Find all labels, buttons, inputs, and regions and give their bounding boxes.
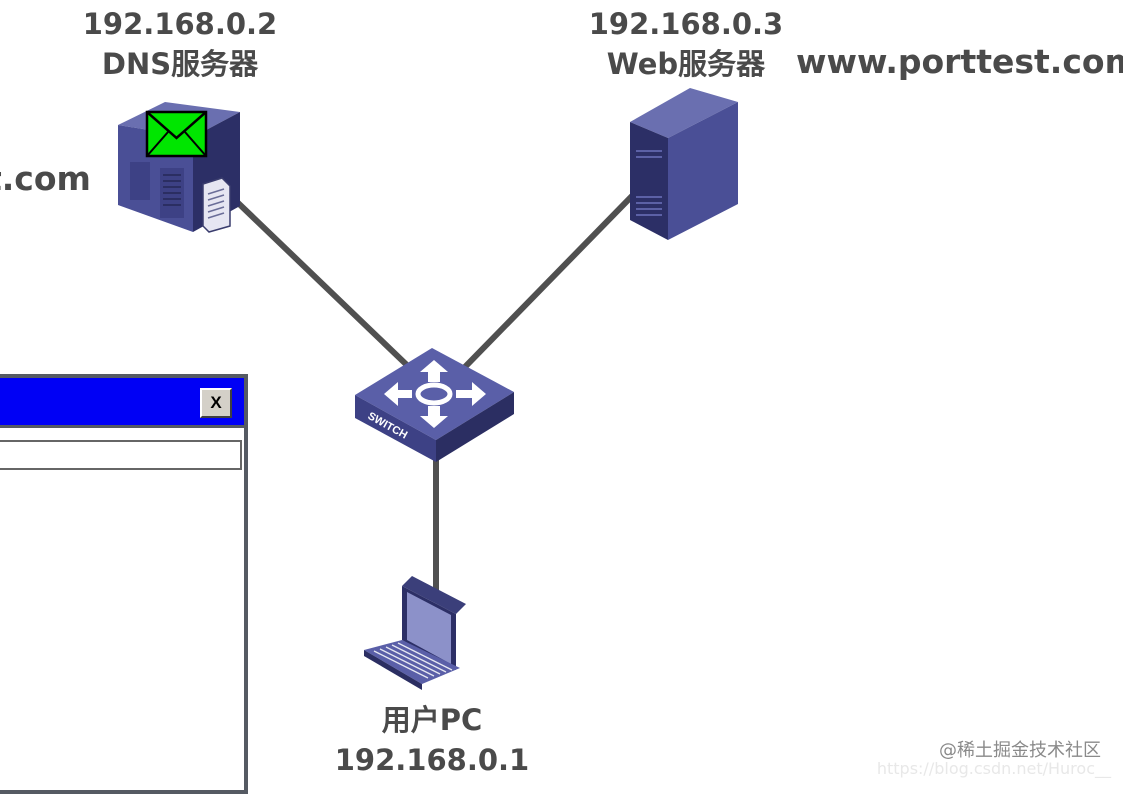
web-server-icon[interactable] <box>630 88 738 240</box>
web-server-ip: 192.168.0.3 <box>588 7 784 41</box>
dns-server-name: DNS服务器 <box>101 47 259 81</box>
link-dns-switch <box>232 197 413 371</box>
dns-server-ip: 192.168.0.2 <box>82 7 278 41</box>
address-input[interactable] <box>0 440 242 470</box>
laptop-icon[interactable] <box>364 576 466 690</box>
dns-domain-partial-label: t.com <box>0 159 91 198</box>
dns-server-label: 192.168.0.2 DNS服务器 <box>70 4 290 84</box>
envelope-icon <box>145 110 208 158</box>
close-button[interactable]: X <box>200 388 232 418</box>
watermark-text: @稀土掘金技术社区 <box>939 740 1101 761</box>
switch-icon[interactable]: SWITCH <box>355 348 514 462</box>
window-titlebar[interactable]: X <box>0 378 244 428</box>
watermark-url: https://blog.csdn.net/Huroc__ <box>876 759 1111 778</box>
web-domain-label: www.porttest.com <box>796 42 1123 81</box>
user-pc-name: 用户PC <box>381 703 483 737</box>
user-pc-label: 用户PC 192.168.0.1 <box>322 700 542 780</box>
user-pc-ip: 192.168.0.1 <box>334 743 530 777</box>
link-web-switch <box>459 193 635 373</box>
web-server-name: Web服务器 <box>606 47 766 81</box>
browser-window: X <box>0 374 248 794</box>
web-server-label: 192.168.0.3 Web服务器 <box>570 4 802 84</box>
